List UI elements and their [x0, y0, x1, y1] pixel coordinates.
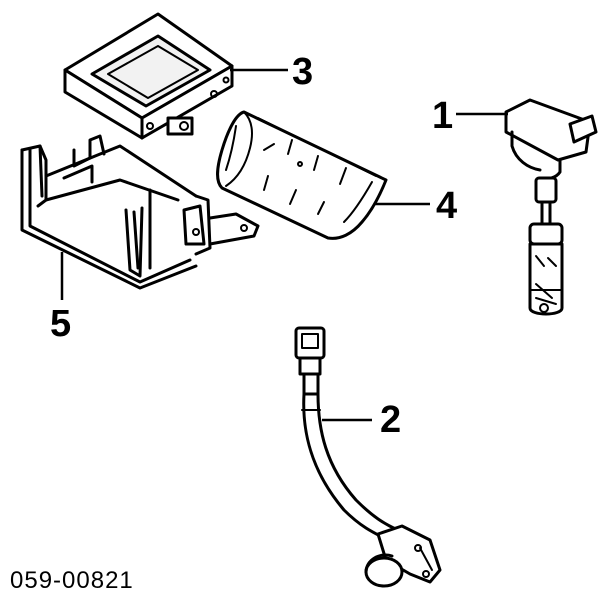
- part-1-ignition-coil: [504, 98, 598, 316]
- part-2-sensor: [294, 326, 442, 588]
- callout-5: 5: [50, 303, 71, 345]
- diagram-code: 059-00821: [10, 567, 134, 594]
- callout-1: 1: [432, 95, 453, 137]
- callout-2: 2: [380, 399, 401, 441]
- part-4-cover: [216, 110, 388, 240]
- part-5-bracket: [20, 134, 260, 290]
- callout-3: 3: [292, 51, 313, 93]
- part-3-control-module: [63, 12, 234, 140]
- callout-4: 4: [436, 185, 457, 227]
